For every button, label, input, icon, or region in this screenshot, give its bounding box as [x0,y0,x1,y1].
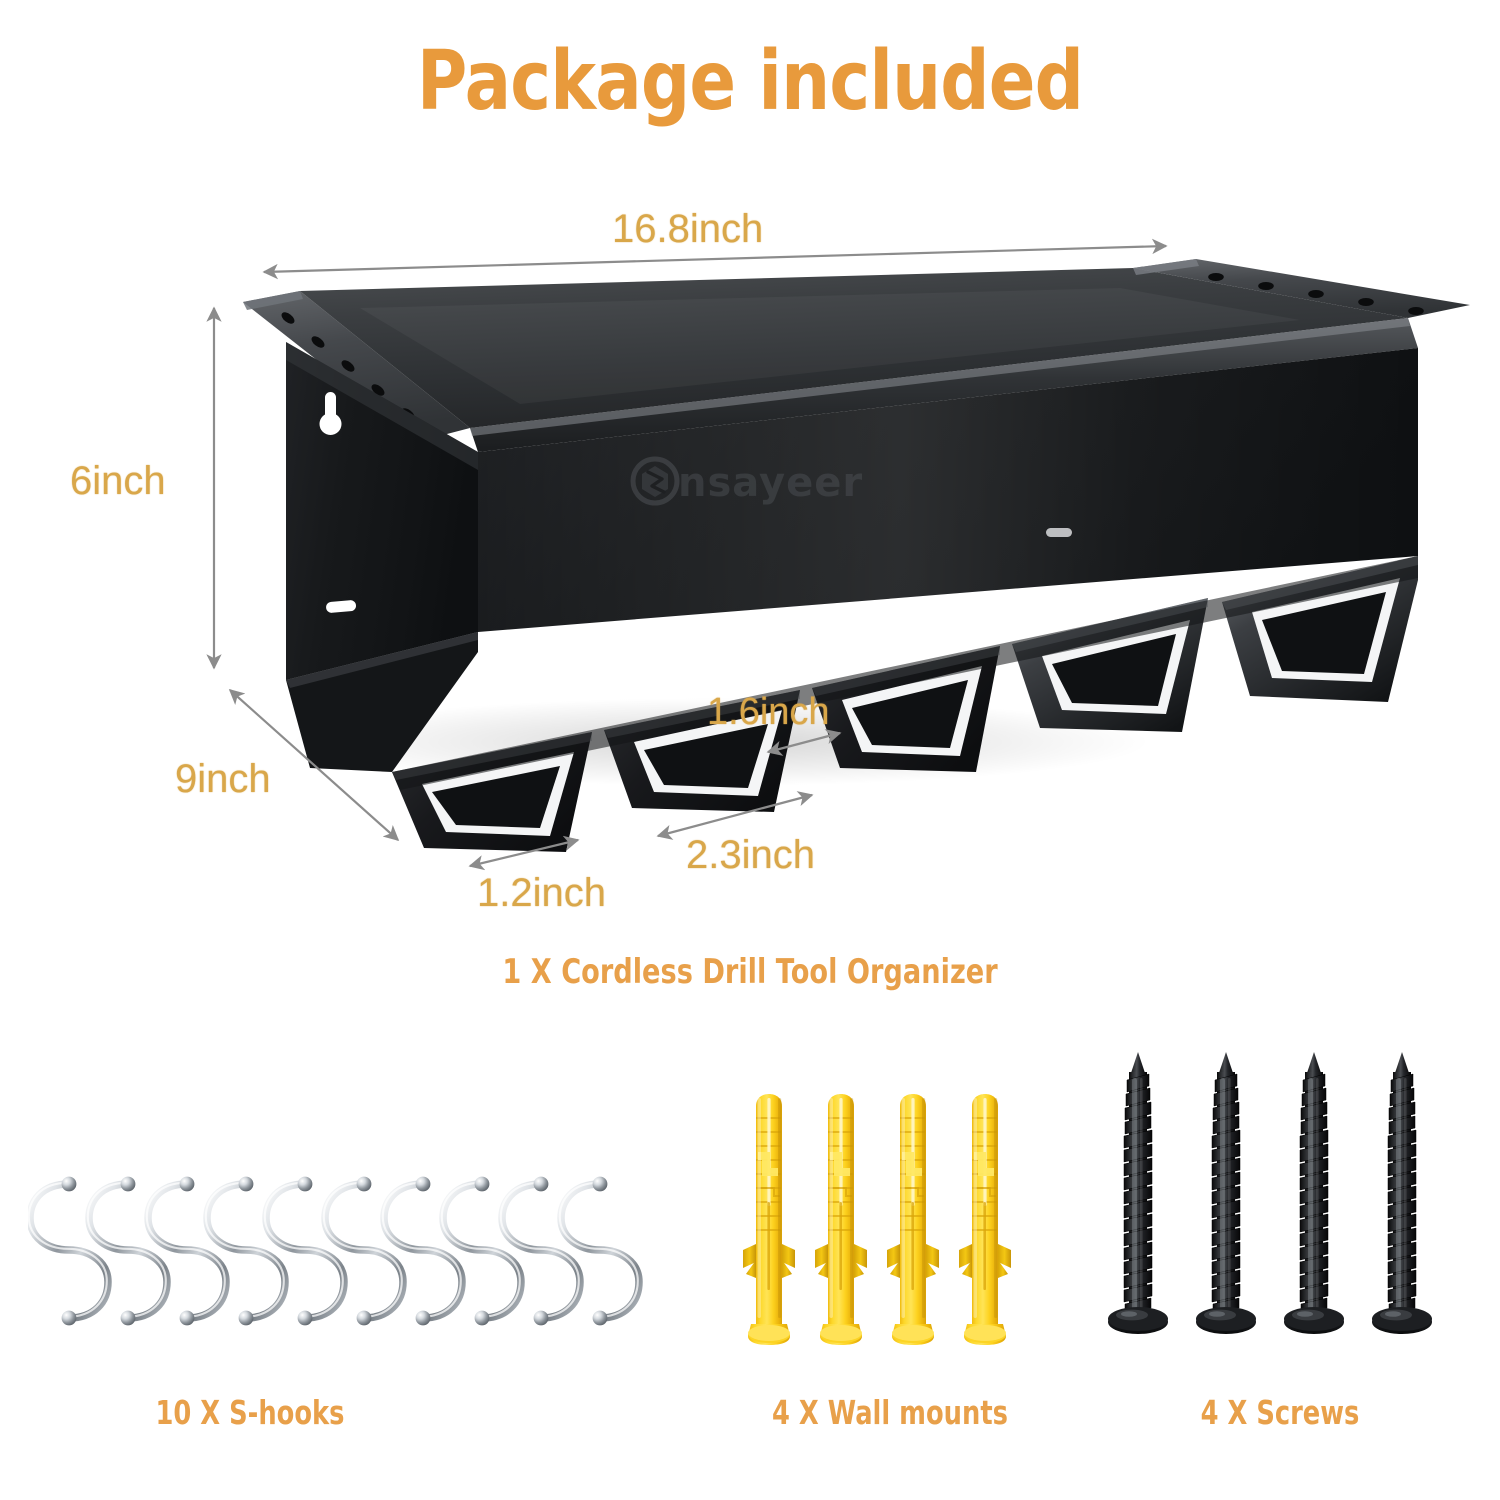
dimension-label-height: 6inch [70,459,166,503]
dimension-label-prong-width: 2.3inch [686,833,815,877]
brand-logo: nsayeer [630,456,863,506]
screw-row [1108,1051,1433,1335]
wall-anchor-row [742,1093,1012,1346]
right-vent-slot [1046,528,1072,537]
s-hooks-illustration [28,1140,708,1350]
s-hooks-caption: 10 X S-hooks [155,1393,345,1432]
page-title: Package included [416,34,1084,129]
product-caption: 1 X Cordless Drill Tool Organizer [502,952,998,992]
organizer-svg: nsayeer [243,259,1470,852]
front-panel [286,342,1418,680]
dimension-label-slot-gap: 1.6inch [707,691,830,733]
product-illustration: nsayeer [243,259,1470,852]
s-hooks-svg [28,1140,708,1350]
dimension-label-slot-width: 1.2inch [477,871,606,915]
svg-text:nsayeer: nsayeer [678,460,863,506]
screws-caption: 4 X Screws [1200,1393,1360,1432]
wall-mounts-caption: 4 X Wall mounts [772,1393,1008,1432]
wall-mounts-illustration [742,1082,1038,1358]
shelf-top-plate [300,268,1408,428]
wall-mounts-svg [742,1093,1012,1346]
left-vent-slot [326,600,357,613]
dimension-label-width: 16.8inch [612,207,764,251]
dimension-label-depth: 9inch [175,757,271,801]
keyhole-mount-slot [319,392,342,435]
shelf-front-lip [470,318,1418,452]
screws-illustration [1108,1034,1452,1360]
s-hook-row [29,1177,639,1326]
screws-svg [1108,1051,1433,1335]
